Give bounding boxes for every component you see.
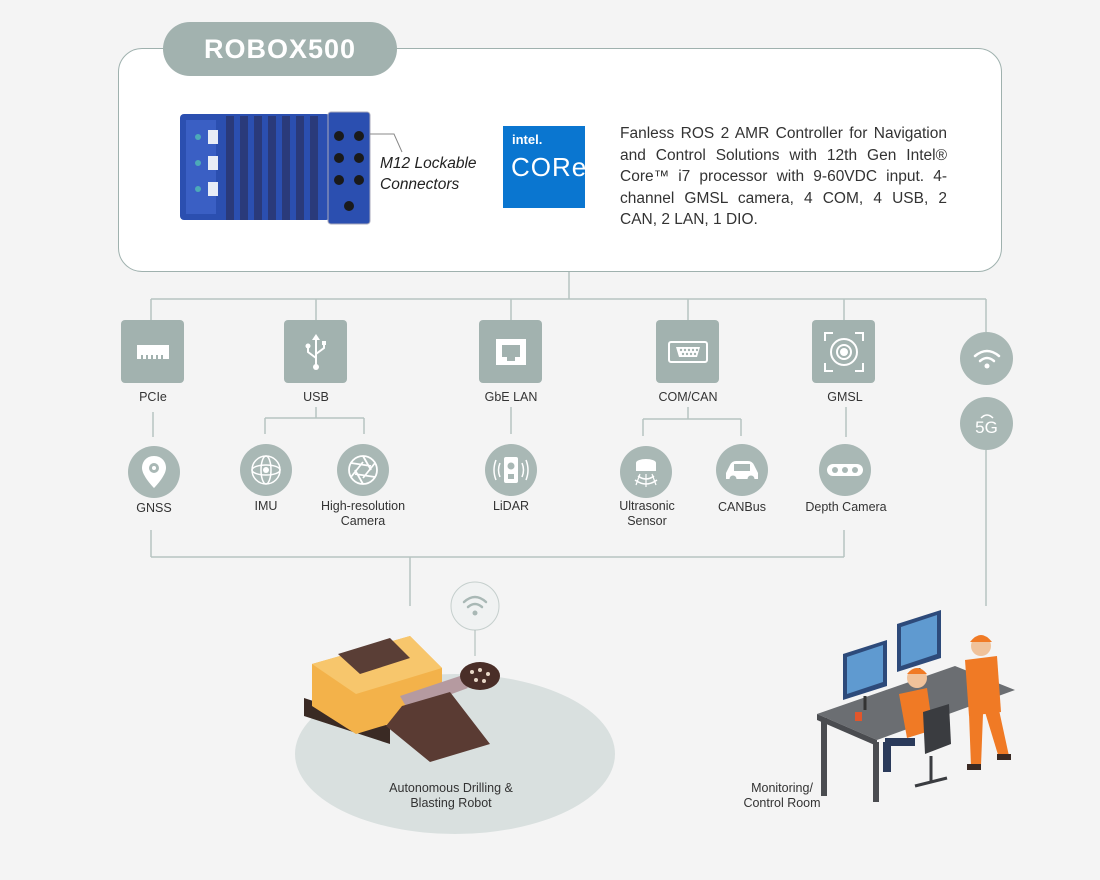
ultrasonic-icon bbox=[634, 459, 658, 487]
robox500-device-image bbox=[180, 111, 374, 225]
robot-wifi-pin bbox=[450, 581, 500, 656]
signal-icon bbox=[979, 413, 994, 419]
cellular-label: 5G bbox=[975, 417, 998, 437]
callout-line bbox=[370, 133, 403, 153]
depth-camera-icon bbox=[827, 464, 863, 476]
pcie-card-icon bbox=[136, 344, 169, 359]
location-pin-icon bbox=[142, 456, 166, 488]
interface-label-pcie: PCIe bbox=[139, 390, 167, 404]
core-wordmark: CORe bbox=[511, 152, 588, 182]
connector-label: M12 Lockable Connectors bbox=[380, 155, 477, 193]
device-label-depth: Depth Camera bbox=[805, 500, 887, 514]
interface-pcie bbox=[121, 320, 184, 383]
interface-gmsl bbox=[812, 320, 875, 383]
cellular-5g-node: 5G bbox=[960, 397, 1013, 450]
device-depth bbox=[819, 444, 871, 496]
usb-icon bbox=[305, 333, 326, 370]
device-camera bbox=[337, 444, 389, 496]
device-label-lidar: LiDAR bbox=[492, 499, 530, 513]
device-label-imu: IMU bbox=[254, 499, 278, 513]
device-lidar bbox=[485, 444, 537, 496]
lidar-icon bbox=[493, 457, 529, 483]
interface-comcan bbox=[656, 320, 719, 383]
device-label-canbus: CANBus bbox=[718, 500, 766, 514]
device-label-ultrasonic: Ultrasonic Sensor bbox=[619, 499, 675, 528]
device-label-gnss: GNSS bbox=[136, 501, 172, 515]
interface-usb bbox=[284, 320, 347, 383]
control-room-scene bbox=[817, 610, 1015, 802]
device-gnss bbox=[128, 446, 180, 498]
device-canbus bbox=[716, 444, 768, 496]
interface-lan bbox=[479, 320, 542, 383]
device-ultrasonic bbox=[620, 446, 672, 498]
gyroscope-icon bbox=[251, 455, 281, 485]
ethernet-port-icon bbox=[495, 338, 526, 365]
aperture-icon bbox=[348, 455, 378, 485]
robot-scene bbox=[295, 581, 615, 834]
intel-core-badge: intel. CORe bbox=[503, 126, 588, 208]
product-description: Fanless ROS 2 AMR Controller for Navigat… bbox=[620, 125, 947, 228]
intel-brand: intel. bbox=[512, 132, 543, 147]
device-label-camera: High-resolution Camera bbox=[320, 499, 406, 528]
robot-label: Autonomous Drilling & Blasting Robot bbox=[389, 781, 513, 810]
wifi-icon bbox=[973, 349, 1000, 368]
interface-label-lan: GbE LAN bbox=[484, 390, 538, 404]
car-icon bbox=[726, 461, 758, 483]
product-title: ROBOX500 bbox=[163, 22, 397, 76]
serial-port-icon bbox=[667, 340, 708, 363]
device-imu bbox=[240, 444, 292, 496]
interface-label-usb: USB bbox=[303, 390, 329, 404]
wifi-node bbox=[960, 332, 1013, 385]
interface-label-gmsl: GMSL bbox=[827, 390, 863, 404]
camera-lens-icon bbox=[823, 331, 864, 372]
interface-label-comcan: COM/CAN bbox=[658, 390, 718, 404]
control-room-label: Monitoring/ Control Room bbox=[743, 781, 821, 810]
